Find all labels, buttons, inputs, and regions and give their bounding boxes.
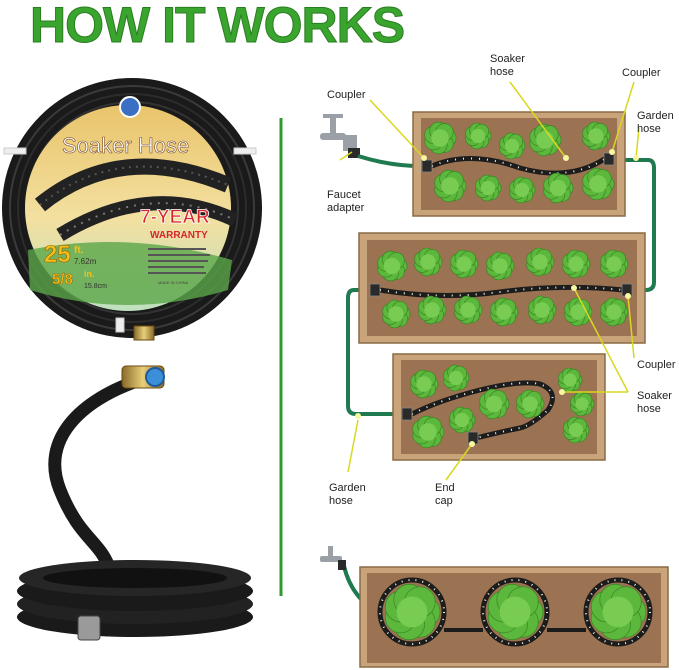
couplers xyxy=(369,152,633,445)
label-coupler-top: Coupler xyxy=(327,89,366,101)
warranty-small: WARRANTY xyxy=(150,230,208,241)
label-coupler-right: Coupler xyxy=(622,67,661,79)
plant-icon xyxy=(526,247,555,277)
plant-icon xyxy=(410,369,439,399)
faucet-icon-small xyxy=(320,546,346,570)
page-title: HOW IT WORKS xyxy=(29,0,405,53)
length-metric: 7.62m xyxy=(74,257,97,266)
plant-icon xyxy=(562,249,591,279)
warranty-big: 7-YEAR xyxy=(140,207,210,228)
plant-icon xyxy=(424,121,457,155)
plant-icon xyxy=(490,297,519,327)
plant-icon xyxy=(412,415,445,449)
plant-icon xyxy=(479,388,510,420)
diameter-value: 5/8 xyxy=(52,271,73,288)
fine-print xyxy=(148,248,210,274)
length-unit: ft. xyxy=(74,245,84,256)
plant-icon xyxy=(516,389,545,419)
faucet-icon xyxy=(320,114,360,158)
plant-icon xyxy=(486,251,515,281)
plant-icon xyxy=(449,406,476,434)
plant-icon xyxy=(487,583,544,641)
reel-fitting xyxy=(133,325,155,341)
male-connector xyxy=(77,615,101,641)
callout-lines xyxy=(339,81,640,481)
plant-icon xyxy=(582,121,611,151)
plant-icon xyxy=(382,299,411,329)
plant-icon xyxy=(443,364,470,392)
plant-icon xyxy=(450,249,479,279)
plant-icon xyxy=(543,172,574,204)
plant-icon xyxy=(414,247,443,277)
diameter-unit: in. xyxy=(84,269,95,279)
plant-icon xyxy=(582,167,615,201)
length-value: 25 xyxy=(44,241,71,268)
plant-icon xyxy=(600,297,629,327)
plant-icon xyxy=(600,249,629,279)
plant-icon xyxy=(570,391,595,417)
hose-coil xyxy=(17,365,253,641)
callout-dots xyxy=(355,149,639,447)
plant-icon xyxy=(377,250,408,282)
made-in-text: MADE IN CHINA xyxy=(158,280,189,285)
plant-icon xyxy=(590,583,647,641)
diameter-metric: 15.8cm xyxy=(84,283,107,290)
product-illustration: Soaker Hose 7-YEAR WARRANTY 25 ft. 7.62m… xyxy=(2,78,262,641)
plant-icon xyxy=(384,583,441,641)
product-label: Soaker Hose 7-YEAR WARRANTY 25 ft. 7.62m… xyxy=(3,96,257,333)
plant-icon xyxy=(475,174,502,202)
plant-icon xyxy=(558,367,583,393)
plant-icon xyxy=(418,295,447,325)
plant-icon xyxy=(465,122,492,150)
plant-icon xyxy=(509,176,536,204)
brand-logo-icon xyxy=(119,96,141,118)
plants xyxy=(377,121,647,641)
brand-label: Soaker Hose xyxy=(62,133,189,158)
plant-icon xyxy=(499,132,526,160)
plant-icon xyxy=(528,295,557,325)
plant-icon xyxy=(563,416,590,444)
label-coupler-mid: Coupler xyxy=(637,359,676,371)
soaker-loops xyxy=(377,577,653,647)
plant-icon xyxy=(564,297,593,327)
plant-icon xyxy=(454,295,483,325)
plant-icon xyxy=(434,169,467,203)
